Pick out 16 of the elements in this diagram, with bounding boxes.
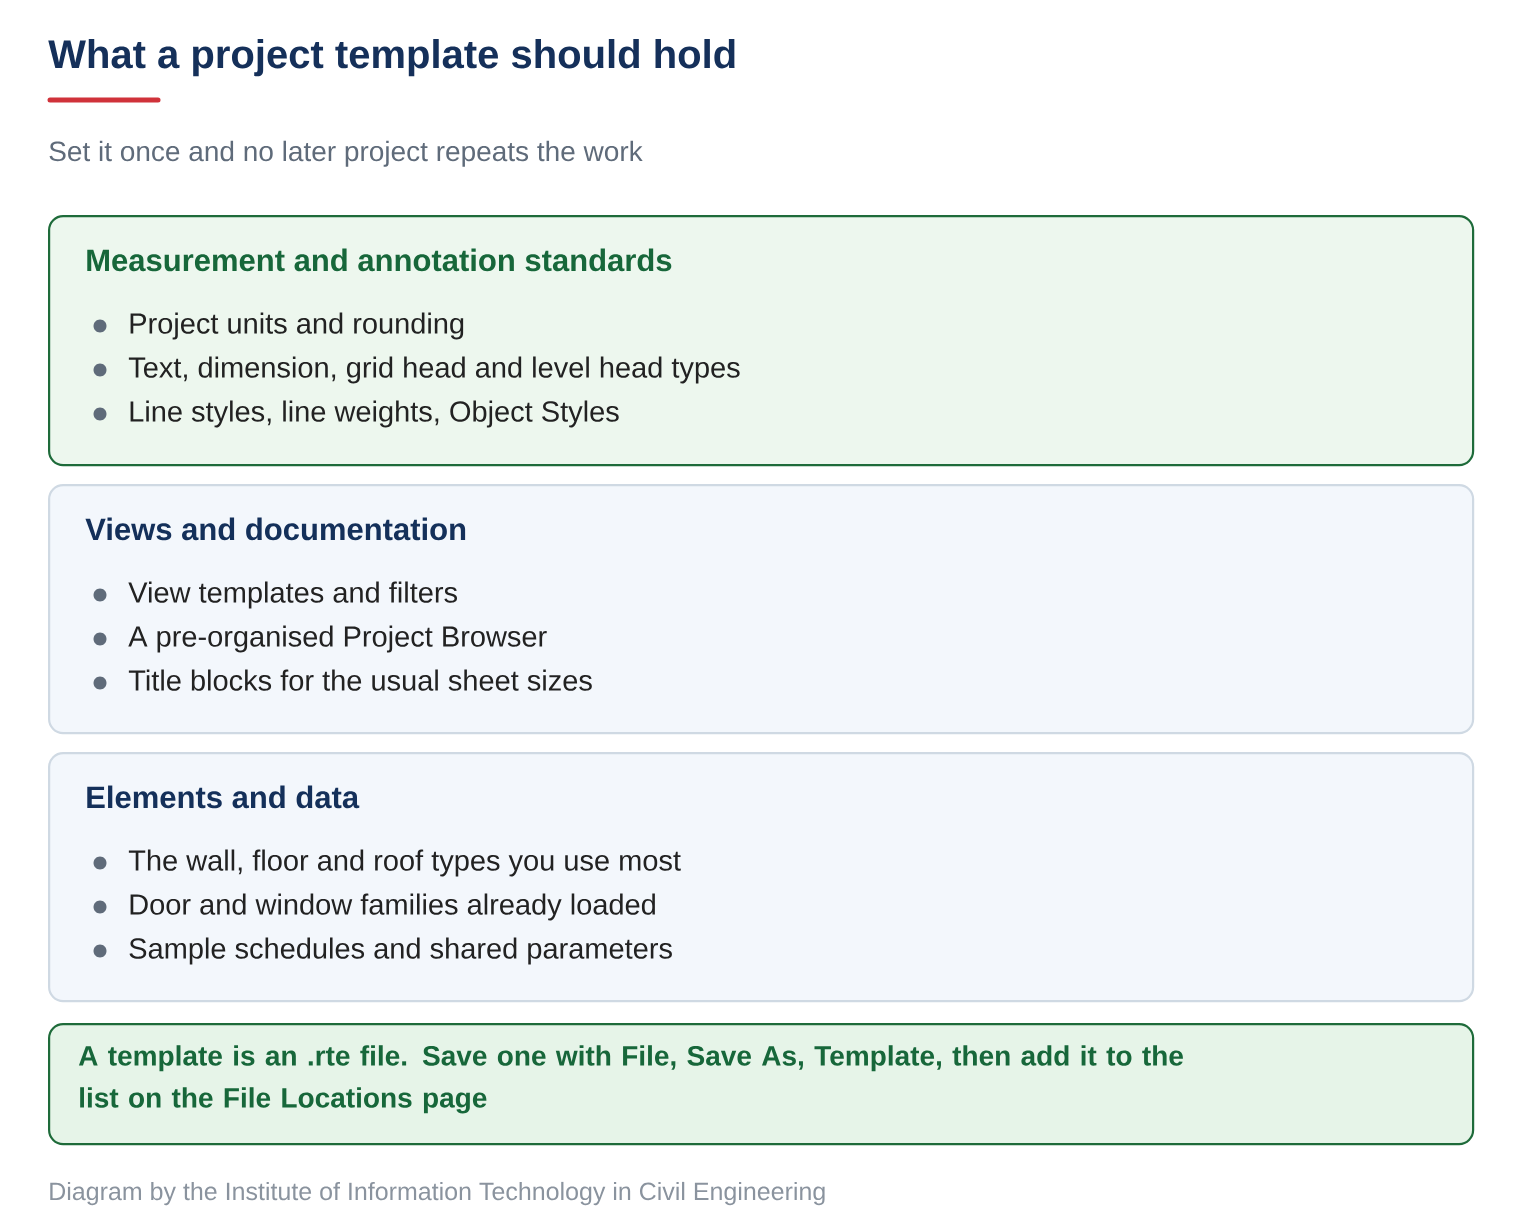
card-heading: Views and documentation [85, 517, 466, 541]
note-text: A template is an .rte file. Save one with File, Save As, Template, then add it to the list on the File Locations page [78, 1045, 1183, 1114]
bullet-text: Sample schedules and shared parameters [129, 937, 672, 965]
page-title: What a project template should hold [48, 39, 735, 77]
bullet-text: Line styles, line weights, Object Styles [130, 400, 619, 428]
caption: Diagram by the Institute of Information Technology in Civil Engineering [50, 1181, 825, 1206]
bullet-text: Title blocks for the usual sheet sizes [128, 669, 592, 691]
bullet-text: Project units and rounding [130, 312, 464, 340]
card-heading: Elements and data [87, 785, 360, 809]
subtitle: Set it once and no later project repeats the work [49, 140, 643, 167]
bullet-text: Text, dimension, grid head and level head types [128, 356, 740, 384]
bullet-text: View templates and filters [128, 581, 457, 609]
card-heading: Measurement and annotation standards [87, 248, 672, 272]
bullet-text: Door and window families already loaded [130, 893, 655, 921]
bullet-text: The wall, floor and roof types you use most [128, 849, 681, 877]
bullet-text: A pre-organised Project Browser [128, 625, 547, 653]
